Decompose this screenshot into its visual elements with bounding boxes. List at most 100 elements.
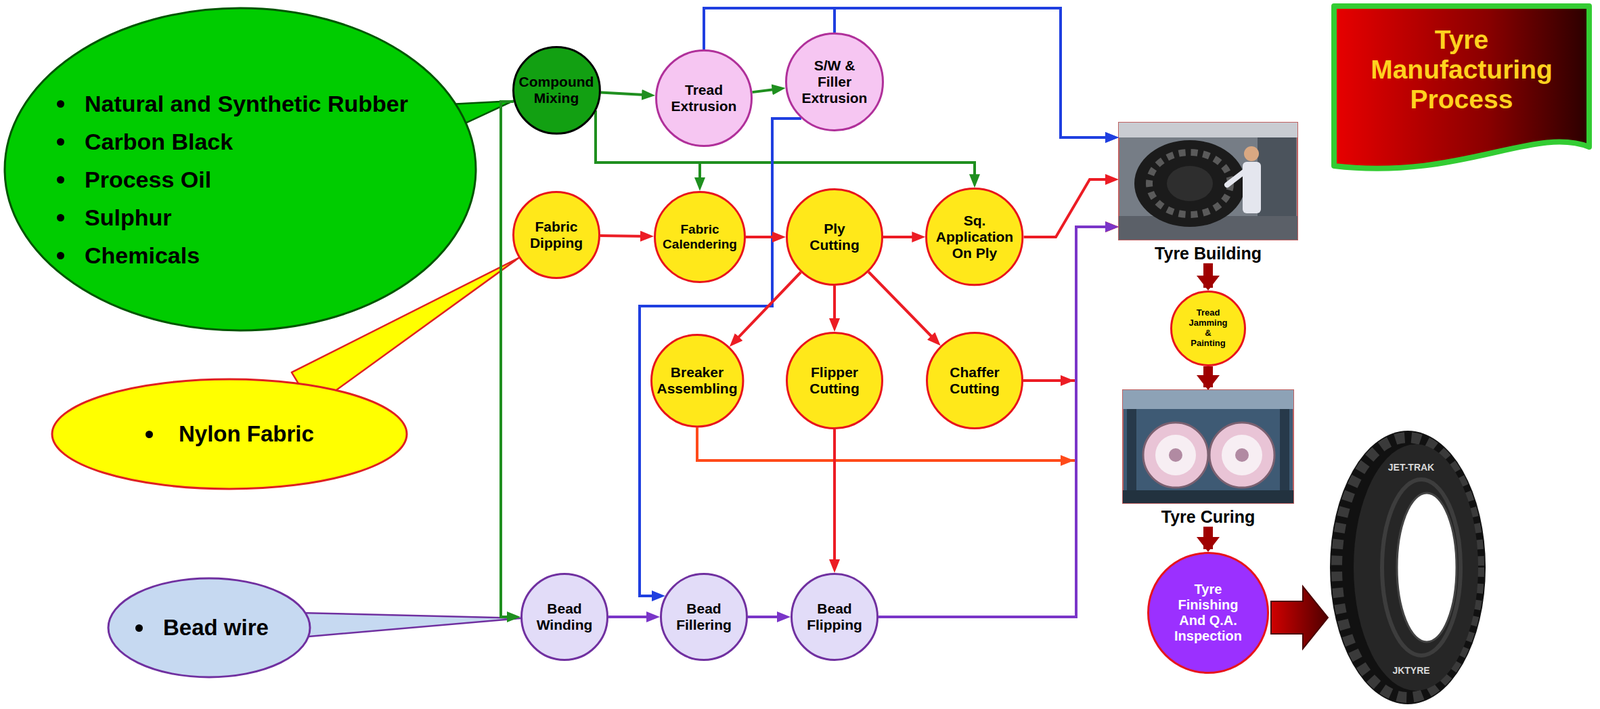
- flow-arrow: [595, 110, 975, 183]
- flow-arrow: [1203, 263, 1213, 288]
- step-label: Chaffer Cutting: [940, 364, 1009, 397]
- flow-arrow: [500, 101, 516, 617]
- callout-outline: [3, 6, 478, 332]
- flow-arrow: [751, 88, 780, 93]
- step-label: Bead Flipping: [802, 600, 868, 633]
- flow-arrow: [600, 235, 649, 237]
- mould: [1143, 422, 1209, 488]
- mould-inner: [1221, 434, 1263, 476]
- step-label: Bead Fillering: [672, 600, 737, 633]
- flow-arrow: [1203, 526, 1213, 549]
- circle-shape: [1171, 291, 1246, 366]
- press-column: [1279, 408, 1290, 494]
- flow-arrow: [1023, 226, 1114, 381]
- material-label: Sulphur: [84, 204, 172, 231]
- photo-frame: [1118, 122, 1298, 240]
- process-circle: Tread Jamming & Painting: [1170, 290, 1247, 367]
- list-row: Carbon Black: [54, 122, 409, 161]
- flow-arrow: [1024, 179, 1114, 237]
- callout-bubble: Natural and Synthetic RubberCarbon Black…: [3, 6, 478, 332]
- material-label: Natural and Synthetic Rubber: [84, 90, 409, 117]
- bullet-dot: [145, 430, 153, 438]
- circle-shape: [651, 334, 743, 426]
- step-label: Ply Cutting: [800, 220, 869, 254]
- photo-frame: [1122, 389, 1294, 503]
- flow-arrow: [703, 8, 1114, 138]
- process-circle: Bead Flipping: [790, 572, 879, 661]
- callout-ellipse: [4, 8, 476, 331]
- tyre-sidewall-text: JKTYRE: [1392, 664, 1430, 676]
- list-row: Sulphur: [54, 198, 409, 237]
- tyre-outer: [1329, 430, 1486, 704]
- process-circle: Sq. Application On Ply: [925, 187, 1024, 286]
- diagram-title: Tyre Manufacturing Process: [1331, 25, 1592, 115]
- callout-bubble: Bead wire: [106, 576, 312, 679]
- photo-wall: [1118, 122, 1298, 138]
- step-label: S/W & Filler Extrusion: [797, 57, 872, 107]
- bullet-list: Nylon Fabric: [142, 418, 315, 449]
- circle-shape: [521, 573, 608, 660]
- circle-shape: [927, 332, 1023, 429]
- step-label: Fabric Dipping: [519, 218, 594, 252]
- list-row: Bead wire: [132, 612, 269, 643]
- material-label: Chemicals: [84, 242, 200, 269]
- step-label: Tread Jamming & Painting: [1187, 307, 1229, 349]
- tyre-curing-photo: [1122, 389, 1294, 503]
- step-label: Tyre Building: [1118, 243, 1298, 264]
- callout-ellipse: [108, 578, 310, 677]
- bullet-dot: [56, 138, 65, 146]
- step-label: Breaker Assembling: [653, 364, 742, 397]
- step-label: Compound Mixing: [513, 73, 599, 107]
- flow-arrow: [833, 429, 836, 568]
- tyre-sidewall-text: JET-TRAK: [1388, 461, 1435, 473]
- bullet-list: Natural and Synthetic RubberCarbon Black…: [54, 84, 409, 275]
- flow-arrow: [1203, 366, 1213, 388]
- flow-arrow: [833, 285, 836, 327]
- tyre-hole: [1396, 492, 1457, 642]
- bullet-dot: [56, 213, 65, 222]
- process-circle: Fabric Calendering: [653, 190, 746, 283]
- callout-ellipse: [52, 379, 407, 489]
- mould: [1209, 422, 1275, 488]
- tyre-tread: [1336, 437, 1479, 698]
- flow-arrow: [745, 235, 781, 239]
- press-top: [1122, 389, 1294, 409]
- material-label: Nylon Fabric: [178, 420, 315, 447]
- tyre-illustration: [1329, 430, 1486, 704]
- step-label: Tread Extrusion: [666, 81, 742, 115]
- flow-arrow: [608, 615, 655, 618]
- step-label: Sq. Application On Ply: [931, 212, 1017, 262]
- bullet-dot: [56, 175, 65, 184]
- material-label: Carbon Black: [84, 128, 233, 155]
- flow-arrow: [868, 272, 937, 342]
- press-base: [1122, 490, 1294, 503]
- process-circle: Bead Winding: [520, 572, 609, 661]
- flow-arrow: [697, 226, 1114, 461]
- drum-hub: [1166, 165, 1213, 202]
- mould-centre: [1168, 448, 1183, 462]
- process-circle: Breaker Assembling: [650, 333, 744, 428]
- material-label: Bead wire: [163, 614, 269, 640]
- step-label: Fabric Calendering: [661, 221, 740, 252]
- process-circle: Tread Extrusion: [655, 49, 753, 147]
- circle-shape: [787, 189, 883, 285]
- circle-shape: [656, 50, 752, 147]
- photo-step: Tyre Building: [1118, 122, 1298, 264]
- flow-arrow: [600, 92, 650, 96]
- step-label: Bead Winding: [532, 600, 597, 633]
- step-label: Flipper Cutting: [800, 364, 869, 397]
- circle-shape: [655, 192, 746, 283]
- output-block-arrow: [1271, 586, 1328, 649]
- process-circle: Ply Cutting: [785, 188, 884, 286]
- flow-arrow: [732, 272, 801, 343]
- step-label: Tyre Finishing And Q.A. Inspection: [1170, 581, 1246, 644]
- tyre-building-photo: [1118, 122, 1298, 240]
- circle-shape: [1148, 552, 1269, 673]
- mould-inner: [1155, 434, 1196, 476]
- process-circle: Chaffer Cutting: [925, 331, 1024, 430]
- list-row: Nylon Fabric: [142, 418, 315, 449]
- mould-centre: [1235, 448, 1249, 462]
- flow-arrow: [639, 118, 802, 596]
- flow-arrow: [883, 235, 920, 239]
- circle-shape: [787, 332, 883, 429]
